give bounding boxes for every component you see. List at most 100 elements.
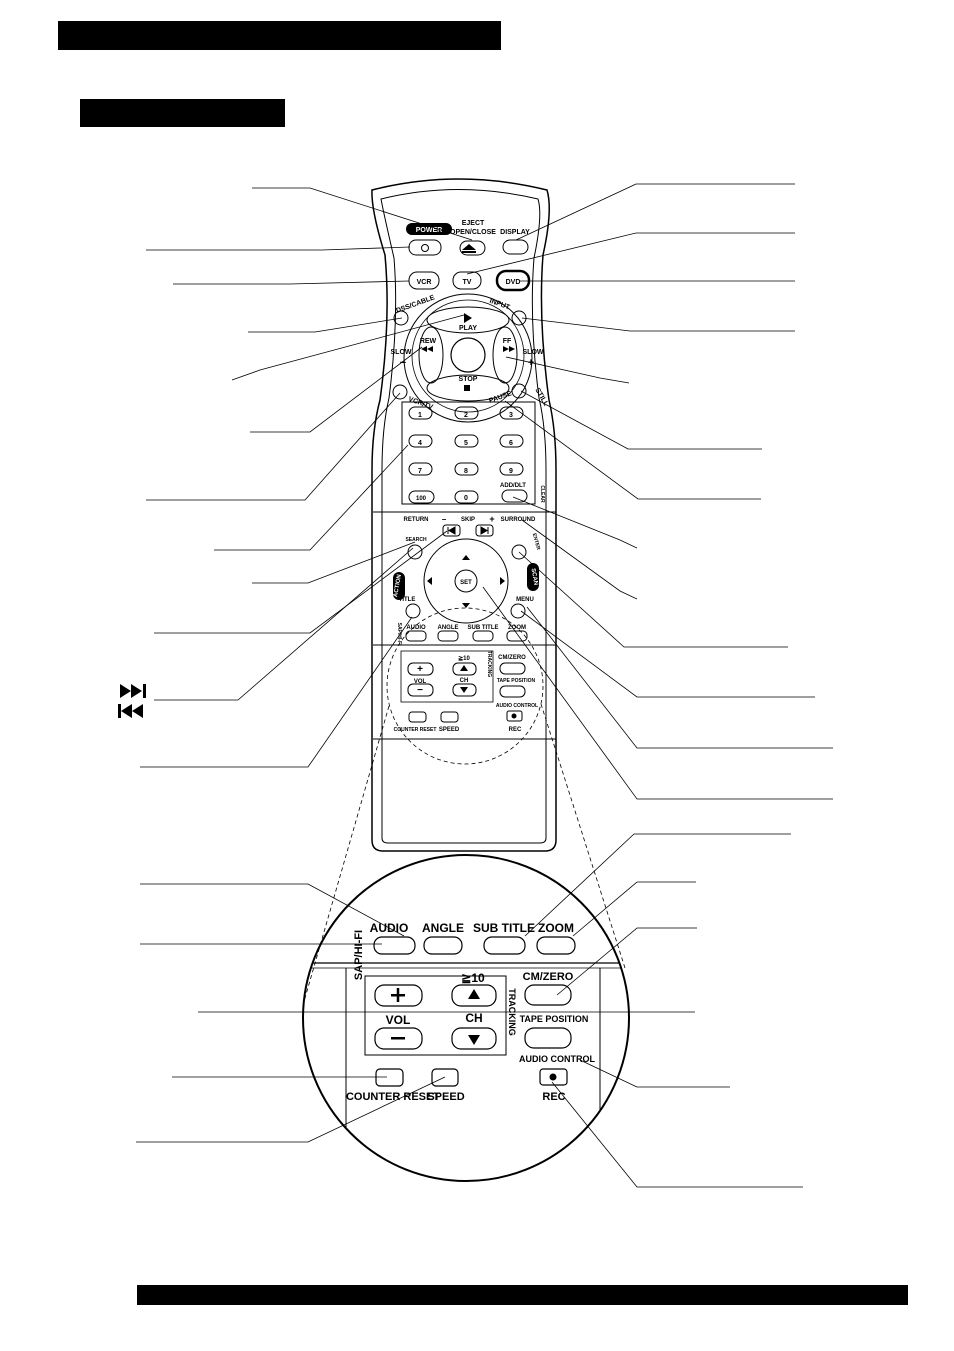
svg-text:VCR/TV: VCR/TV xyxy=(407,396,434,411)
angle-button-small[interactable] xyxy=(437,630,459,642)
title-button[interactable] xyxy=(405,603,421,619)
svg-text:≧10: ≧10 xyxy=(461,971,485,985)
mag-speed-button[interactable] xyxy=(431,1068,459,1087)
key-4[interactable] xyxy=(408,434,433,448)
key-1[interactable] xyxy=(408,406,433,420)
mag-ch-up-button[interactable] xyxy=(451,984,497,1007)
zoom-guide-left xyxy=(302,705,390,1006)
svg-text:SLOW: SLOW xyxy=(391,349,412,356)
rec-dot-small-icon xyxy=(511,713,517,719)
skip-forward-button[interactable] xyxy=(475,524,494,537)
svg-text:EJECT: EJECT xyxy=(462,220,485,227)
ch-down-button-small[interactable] xyxy=(452,683,477,697)
remote-body xyxy=(371,178,557,852)
svg-text:REC: REC xyxy=(542,1091,565,1103)
mag-counter-reset-button[interactable] xyxy=(375,1068,404,1087)
eject-button[interactable] xyxy=(459,240,486,256)
key-9[interactable] xyxy=(499,462,524,476)
speed-button-small[interactable] xyxy=(440,711,459,723)
key-3[interactable] xyxy=(499,406,524,420)
vol-up-button-small[interactable] xyxy=(407,662,434,676)
svg-text:SCAN: SCAN xyxy=(530,568,539,586)
mag-audio-button[interactable] xyxy=(373,936,416,955)
key-5[interactable] xyxy=(454,434,479,448)
audio-button-small[interactable] xyxy=(405,630,427,642)
skip-back-button[interactable] xyxy=(442,524,461,537)
subtitle-button-small[interactable] xyxy=(472,630,494,642)
right-arrow-icon xyxy=(500,577,505,585)
remote-labels: POWER EJECT OPEN/CLOSE DISPLAY VCR TV DV… xyxy=(391,220,550,733)
mag-subtitle-button[interactable] xyxy=(483,936,526,955)
up-arrow-icon xyxy=(462,555,470,560)
enter-button[interactable] xyxy=(511,544,527,560)
skip-forward-small-icon xyxy=(480,526,489,535)
svg-text:AUDIO CONTROL: AUDIO CONTROL xyxy=(496,703,538,709)
svg-text:5: 5 xyxy=(464,440,468,447)
vcr-button[interactable] xyxy=(408,271,440,290)
input-button[interactable] xyxy=(511,310,527,326)
display-button[interactable] xyxy=(502,239,529,255)
svg-text:SAP/HI-FI: SAP/HI-FI xyxy=(396,623,402,646)
key-6[interactable] xyxy=(499,434,524,448)
mag-ch-down-button[interactable] xyxy=(451,1027,497,1050)
svg-text:+: + xyxy=(489,514,494,524)
svg-text:0: 0 xyxy=(464,495,468,502)
svg-text:7: 7 xyxy=(418,468,422,475)
ch-up-small-icon xyxy=(460,665,468,671)
counter-reset-button-small[interactable] xyxy=(408,711,427,723)
mag-zoom-button[interactable] xyxy=(536,936,576,955)
svg-text:CLEAR: CLEAR xyxy=(539,485,545,503)
svg-text:DISPLAY: DISPLAY xyxy=(500,229,530,236)
menu-button[interactable] xyxy=(510,603,526,619)
key-100[interactable] xyxy=(408,490,435,504)
tape-position-button-small[interactable] xyxy=(499,685,526,698)
svg-text:PLAY: PLAY xyxy=(459,325,477,332)
svg-text:ACTION: ACTION xyxy=(393,574,403,598)
mag-cm-zero-button[interactable] xyxy=(524,984,572,1006)
add-dlt-button[interactable] xyxy=(501,489,528,503)
mag-rec-dot-icon xyxy=(549,1073,557,1081)
svg-text:TRACKING: TRACKING xyxy=(486,651,492,677)
dvd-button[interactable] xyxy=(495,269,531,292)
mag-vol-up-button[interactable] xyxy=(374,984,423,1007)
rec-button-small[interactable] xyxy=(506,710,523,722)
svg-text:ZOOM: ZOOM xyxy=(538,921,574,935)
stop-icon xyxy=(464,385,470,391)
key-0[interactable] xyxy=(454,490,479,504)
magnified-glyphs xyxy=(391,988,557,1081)
svg-text:SUB TITLE: SUB TITLE xyxy=(473,921,535,935)
vcr-tv-button[interactable] xyxy=(392,384,408,400)
svg-text:VCR: VCR xyxy=(417,279,432,286)
svg-text:AUDIO CONTROL: AUDIO CONTROL xyxy=(519,1054,595,1064)
mag-rec-button[interactable] xyxy=(539,1068,568,1086)
svg-text:2: 2 xyxy=(464,412,468,419)
dss-cable-button[interactable] xyxy=(393,310,409,326)
vol-down-button-small[interactable] xyxy=(407,683,434,697)
svg-text:CH: CH xyxy=(460,678,469,684)
tv-button[interactable] xyxy=(452,271,482,290)
key-2[interactable] xyxy=(454,406,479,420)
svg-text:SEARCH: SEARCH xyxy=(405,537,427,543)
cm-zero-button-small[interactable] xyxy=(499,662,526,675)
svg-text:FF: FF xyxy=(503,338,512,345)
section-bar xyxy=(80,99,285,127)
mag-angle-button[interactable] xyxy=(423,936,463,955)
svg-text:ENTER: ENTER xyxy=(531,533,541,551)
svg-text:+: + xyxy=(417,664,423,675)
svg-text:PAUSE: PAUSE xyxy=(488,390,513,405)
power-icon xyxy=(421,244,429,252)
mag-vol-down-button[interactable] xyxy=(374,1027,423,1050)
svg-text:ANGLE: ANGLE xyxy=(438,625,459,631)
svg-text:CM/ZERO: CM/ZERO xyxy=(523,971,574,983)
svg-text:6: 6 xyxy=(509,440,513,447)
key-7[interactable] xyxy=(408,462,433,476)
mag-tape-position-button[interactable] xyxy=(524,1027,572,1049)
key-8[interactable] xyxy=(454,462,479,476)
zoom-button-small[interactable] xyxy=(506,630,528,642)
ch-up-button-small[interactable] xyxy=(452,662,477,676)
still-button[interactable] xyxy=(511,383,527,399)
search-button[interactable] xyxy=(407,544,423,560)
skip-back-icon xyxy=(118,704,143,718)
power-button[interactable] xyxy=(408,239,442,256)
